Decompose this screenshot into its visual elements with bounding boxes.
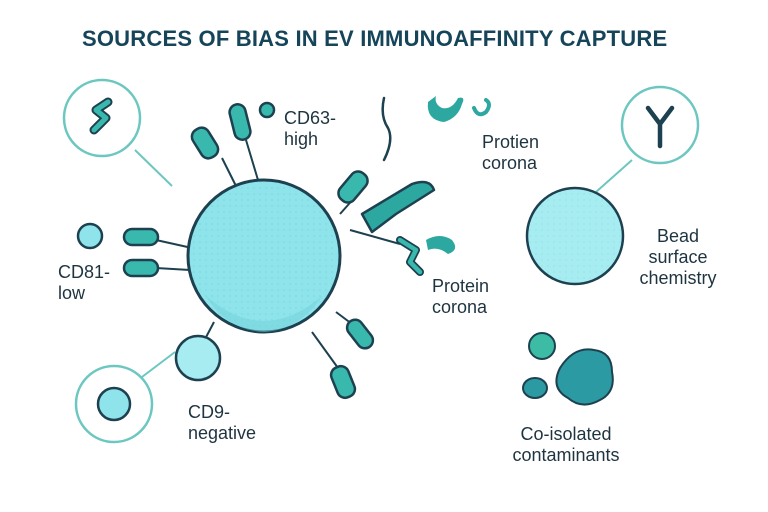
antibody-y-icon — [645, 105, 675, 149]
label-bead-surface-chemistry: Bead surface chemistry — [639, 226, 717, 288]
capture-bead — [525, 186, 625, 286]
callout-squiggle — [62, 78, 173, 187]
diagram-title: SOURCES OF BIAS IN EV IMMUNOAFFINITY CAP… — [82, 26, 668, 51]
label-co-isolated-contaminants: Co-isolated contaminants — [512, 424, 620, 465]
callout-antibody — [595, 85, 700, 193]
free-particles — [76, 222, 222, 382]
label-protein-corona-top: Protien corona — [482, 132, 540, 173]
protein-corona-shapes — [360, 96, 491, 276]
extracellular-vesicle — [186, 178, 342, 334]
surface-markers — [122, 101, 375, 400]
contaminant-particles — [522, 332, 614, 406]
particle-icon — [96, 386, 132, 422]
label-cd81-low: CD81- low — [58, 262, 111, 303]
label-cd63-high: CD63- high — [284, 108, 337, 149]
callout-particle — [74, 351, 176, 444]
label-cd9-negative: CD9- negative — [188, 402, 257, 443]
label-protein-corona-mid: Protein corona — [432, 276, 490, 317]
